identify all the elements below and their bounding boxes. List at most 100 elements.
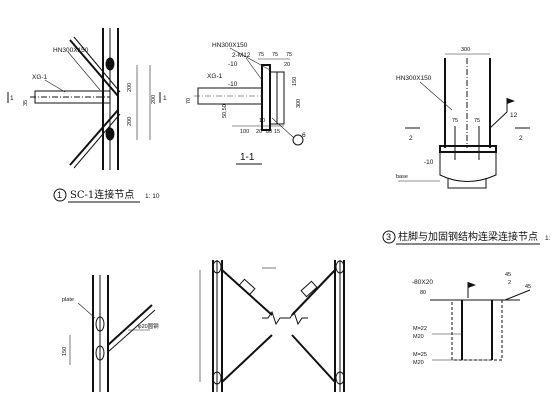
rod-label: φ20圆钢	[138, 322, 159, 330]
cut-mark-label: 1	[163, 95, 167, 102]
brace-2	[107, 309, 156, 353]
weld	[212, 371, 222, 385]
dim-label: 200	[127, 83, 133, 92]
dim-label: 80	[266, 129, 272, 135]
dim-label: 75	[286, 52, 292, 58]
detail-number-circle	[53, 188, 67, 202]
leader	[77, 302, 96, 319]
dim-label: 45	[505, 272, 511, 278]
weld-bottom	[105, 127, 115, 141]
plate-label: -80X20	[412, 279, 433, 286]
dim-label: 70	[186, 98, 192, 104]
detail-number: 1	[57, 190, 62, 200]
dim-label: 300	[296, 99, 302, 108]
weld-leader	[489, 111, 508, 129]
plate-label: -10	[228, 81, 238, 88]
weld-top	[105, 57, 115, 71]
turnbuckle	[300, 280, 318, 298]
dim-label: 20	[284, 62, 290, 68]
cut-mark-label: 2	[519, 135, 523, 142]
member-label: HN300X150	[396, 75, 432, 82]
foundation-base	[447, 178, 487, 189]
leader	[419, 81, 453, 111]
dim-label: 150	[62, 347, 68, 356]
weld-label: 6	[302, 132, 306, 139]
weld-label: 12	[510, 112, 518, 119]
cut-mark-label: 1	[10, 95, 14, 102]
weld	[212, 260, 222, 274]
plate-label: plate	[62, 297, 74, 303]
plate-label: -10	[424, 159, 434, 166]
member-label: HN300X150	[212, 42, 248, 49]
dim-label: 80	[420, 290, 426, 296]
weld-top	[95, 316, 105, 332]
plate-label: -10	[228, 61, 238, 68]
detail-1: 200 200 200 35 HN300X150 XG-1 1 1 1 SC-1…	[7, 28, 167, 203]
dim-label: 10	[259, 118, 265, 124]
detail-bottom-left: plate φ20圆钢 150	[62, 275, 159, 392]
dim-label: 2	[508, 280, 511, 286]
base-plate	[439, 145, 497, 153]
slope-line	[504, 289, 531, 301]
dim-label: 75	[258, 52, 264, 58]
dim-label: 45	[525, 284, 531, 290]
brace-upper-2	[73, 36, 121, 93]
brace-right-upper	[291, 269, 336, 316]
weld-bottom	[95, 345, 105, 361]
weld-flag-icon	[468, 282, 476, 288]
detail-3: 300 75 75 HN300X150 -10 base 2 2 12 3 柱脚…	[382, 47, 551, 245]
bolt-label: 2-M12	[232, 52, 251, 59]
leader	[44, 79, 66, 93]
dim-label: 200	[151, 95, 157, 104]
anchor-label: M=25	[413, 352, 427, 358]
detail-title: 柱脚与加固钢结构连梁连接节点	[398, 230, 538, 243]
cut-mark-label: 2	[409, 135, 413, 142]
section-1-1: 75 75 20 75 150 300 70 50,50 100 20 80 1…	[186, 42, 306, 165]
break-line	[284, 310, 308, 326]
weld	[335, 371, 345, 385]
anchor-label: M20	[413, 334, 424, 340]
leader	[271, 117, 295, 139]
section-title: 1-1	[240, 152, 255, 163]
dim-label: 200	[127, 117, 133, 126]
anchor-label: M=22	[413, 326, 427, 332]
detail-title: SC-1连接节点	[70, 188, 134, 201]
brace	[107, 304, 153, 346]
break-line	[262, 310, 286, 326]
dim-label: 75	[474, 118, 480, 124]
detail-scale: 1:	[545, 235, 551, 242]
dim-label: 15	[274, 129, 280, 135]
dim-label: 75	[272, 52, 278, 58]
dim-label: 150	[292, 77, 298, 86]
turnbuckle	[238, 278, 256, 296]
detail-number: 3	[386, 232, 391, 242]
leader	[245, 57, 263, 81]
dim-label: 35	[23, 100, 29, 106]
detail-scale: 1: 10	[145, 193, 160, 200]
dim-label: 50,50	[222, 104, 228, 118]
detail-bottom-middle	[199, 260, 345, 392]
weld	[335, 260, 345, 274]
weld-circle	[292, 134, 304, 146]
dim-label: 100	[240, 129, 249, 135]
dim-label: 75	[452, 118, 458, 124]
brace-lower-2	[73, 113, 121, 169]
ground-label: base	[396, 174, 408, 180]
weld-flag-icon	[507, 98, 515, 104]
detail-number-circle	[382, 230, 396, 244]
brace-lower	[69, 109, 119, 166]
brace-label: XG-1	[32, 74, 48, 81]
member-label: HN300X150	[53, 47, 89, 54]
anchor-label: M20	[413, 360, 424, 366]
brace-left-lower	[221, 334, 273, 383]
foundation-outline	[439, 152, 497, 182]
leader	[229, 47, 271, 71]
brace-label: XG-1	[207, 73, 223, 80]
brace-right-lower	[291, 334, 336, 383]
dim-label: 20	[256, 129, 262, 135]
dim-label: 300	[461, 47, 470, 53]
anchor-block	[451, 299, 503, 361]
leader	[67, 51, 101, 91]
brace-upper	[69, 39, 119, 97]
